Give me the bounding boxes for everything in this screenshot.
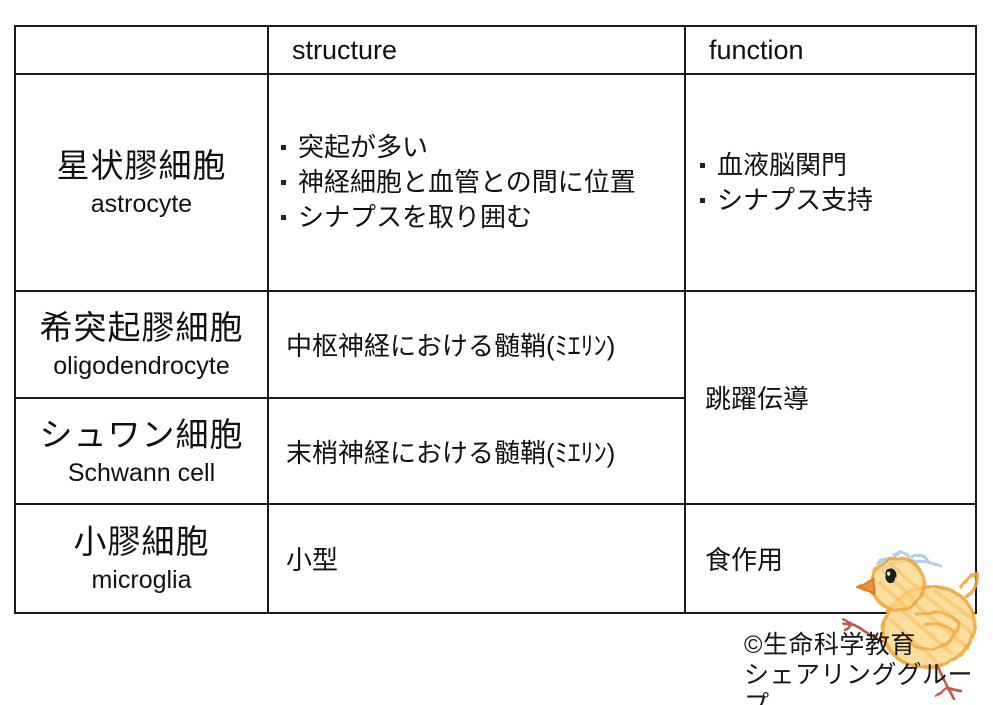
name-en: Schwann cell [67,458,216,487]
cell-structure-schwann: 末梢神経における髄鞘(ﾐｴﾘﾝ) [267,397,686,505]
table-header-row: structure function [14,25,977,75]
name-ja: シュワン細胞 [39,415,244,453]
function-text: 食作用 [705,545,784,575]
structure-text: 小型 [286,545,339,575]
name-en: microglia [91,566,192,594]
name-ja: 希突起膠細胞 [39,309,244,346]
header-function: function [684,25,977,75]
table-row-microglia: 小膠細胞 microglia 小型 食作用 [14,503,977,614]
bullet-item: シナプス支持 [698,183,969,218]
structure-text: 末梢神経における髄鞘 [286,437,547,468]
structure-text: 中枢神経における髄鞘 [286,331,547,361]
glia-cell-table: structure function 星状膠細胞 astrocyte 突起が多い… [14,25,977,614]
table-row-astrocyte: 星状膠細胞 astrocyte 突起が多い 神経細胞と血管との間に位置 シナプス… [14,73,977,292]
bullet-item: 神経細胞と血管との間に位置 [279,165,678,200]
name-ja: 星状膠細胞 [56,147,227,184]
table-row-oligodendrocyte: 希突起膠細胞 oligodendrocyte 中枢神経における髄鞘(ﾐｴﾘﾝ) … [14,290,977,505]
cell-name-oligodendrocyte: 希突起膠細胞 oligodendrocyte [14,290,269,399]
cell-name-microglia: 小膠細胞 microglia [14,503,269,614]
cell-function-saltatory-merged: 跳躍伝導 [684,290,977,505]
structure-paren: (ﾐｴﾘﾝ) [546,331,616,361]
bullet-text: 神経細胞と血管との間に位置 [298,167,636,197]
credit-line-1: ©生命科学教育 [744,631,916,659]
bullet-icon [700,162,705,168]
chick-icon [841,550,980,701]
bullet-text: シナプス支持 [717,184,874,215]
header-structure: structure [267,25,686,75]
bullet-item: 血液脳関門 [698,148,969,183]
bullet-icon [281,215,286,220]
name-en: astrocyte [90,190,193,218]
bullet-text: シナプスを取り囲む [298,202,533,232]
cell-name-astrocyte: 星状膠細胞 astrocyte [14,73,269,292]
cell-name-schwann: シュワン細胞 Schwann cell [14,397,269,505]
bullet-icon [700,197,705,203]
bullet-text: 血液脳関門 [717,149,848,180]
function-text: 跳躍伝導 [705,384,810,414]
bullet-icon [281,180,286,185]
structure-paren: (ﾐｴﾘﾝ) [546,437,616,468]
table-row-schwann: シュワン細胞 Schwann cell 末梢神経における髄鞘(ﾐｴﾘﾝ) [14,397,976,505]
bullet-item: 突起が多い [279,130,678,165]
copyright-credit: ©生命科学教育 シェアリンググループ [744,630,993,705]
credit-line-2: シェアリンググループ [744,661,974,705]
cell-structure-astrocyte: 突起が多い 神経細胞と血管との間に位置 シナプスを取り囲む [267,73,686,292]
bullet-item: シナプスを取り囲む [279,200,678,235]
cell-structure-microglia: 小型 [267,503,686,614]
bullet-text: 突起が多い [298,132,429,162]
name-ja: 小膠細胞 [73,523,210,560]
bullet-icon [281,145,286,150]
cell-function-astrocyte: 血液脳関門 シナプス支持 [684,73,977,292]
cell-structure-oligodendrocyte: 中枢神経における髄鞘(ﾐｴﾘﾝ) [267,290,686,399]
name-en: oligodendrocyte [53,352,230,380]
header-empty-cell [14,25,269,75]
